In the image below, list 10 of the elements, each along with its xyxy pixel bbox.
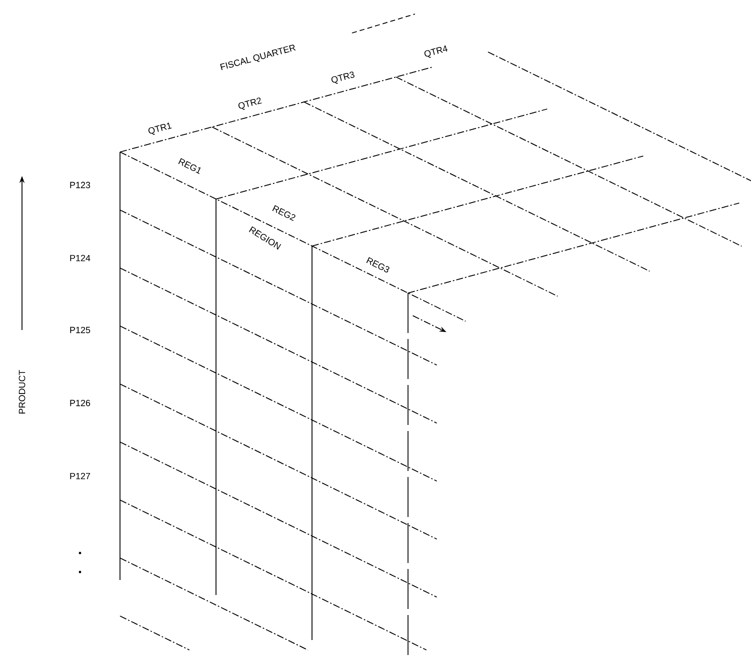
row-label: P124 — [68, 254, 92, 262]
axis-title: PRODUCT — [18, 368, 26, 416]
column-label: QTR3 — [329, 70, 357, 86]
row-label: P126 — [68, 398, 92, 408]
column-label: QTR1 — [146, 120, 174, 138]
row-label: P125 — [68, 326, 92, 334]
row-label: P127 — [68, 472, 92, 480]
row-label: P123 — [68, 180, 92, 190]
column-label: QTR2 — [236, 96, 264, 112]
column-label: QTR4 — [422, 44, 450, 60]
